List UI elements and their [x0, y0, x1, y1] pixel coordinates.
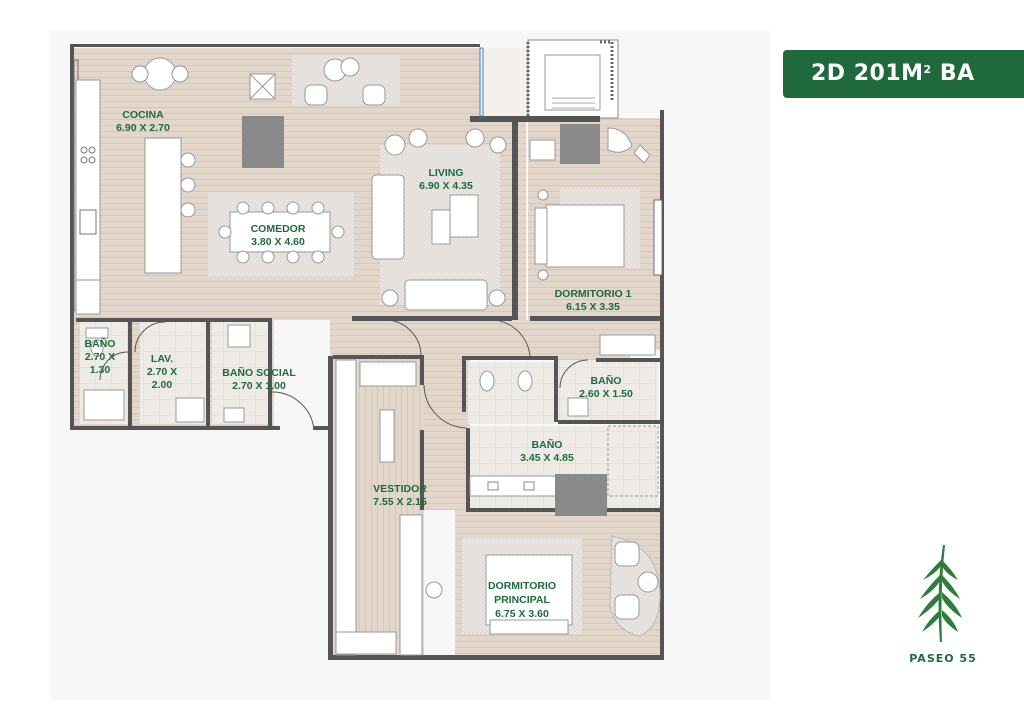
label-bano3-dims: 3.45 X 4.85 [520, 452, 574, 464]
label-principal-dims: 6.75 X 3.60 [495, 608, 549, 620]
kitchen [75, 57, 284, 315]
label-bano1-dims: 1.30 [90, 364, 111, 376]
label-living-dims: 6.90 X 4.35 [419, 180, 473, 192]
badge-main: 2D 201M [811, 61, 924, 86]
palm-logo-icon [918, 545, 962, 642]
label-principal-name2: PRINCIPAL [494, 594, 550, 606]
label-lav-dims: 2.00 [152, 379, 173, 391]
door-swings [99, 319, 589, 431]
badge-suffix: BA [931, 61, 975, 86]
label-banosocial-dims: 2.70 X 1.00 [232, 380, 286, 392]
room-labels: COCINA 6.90 X 2.70 LIVING 6.90 X 4.35 CO… [85, 109, 633, 620]
label-banosocial-name: BAÑO SOCIAL [222, 366, 296, 379]
label-dorm1-name: DORMITORIO 1 [555, 288, 632, 300]
brand-name: PASEO 55 [909, 652, 977, 665]
master-bedroom-furniture [425, 535, 661, 637]
label-bano1-name: BAÑO [85, 337, 116, 350]
lounge-area [292, 55, 400, 106]
bedroom1-furniture [529, 124, 651, 281]
label-lav-name: LAV. [151, 353, 173, 365]
label-vestidor-dims: 7.55 X 2.15 [373, 496, 427, 508]
badge-superscript: 2 [923, 63, 932, 76]
label-bano3-name: BAÑO [532, 438, 563, 451]
dining [208, 192, 354, 276]
label-lav-name2: 2.70 X [147, 366, 177, 378]
label-bano2-dims: 2.60 X 1.50 [579, 388, 633, 400]
label-bano2-name: BAÑO [591, 374, 622, 387]
closet [335, 359, 423, 656]
terrace [480, 39, 619, 119]
label-living-name: LIVING [428, 167, 463, 179]
label-comedor-dims: 3.80 X 4.60 [251, 236, 305, 248]
label-cocina-dims: 6.90 X 2.70 [116, 122, 170, 134]
label-bano1-name2: 2.70 X [85, 351, 115, 363]
label-dorm1-dims: 6.15 X 3.35 [566, 301, 620, 313]
label-cocina-name: COCINA [122, 109, 164, 121]
label-comedor-name: COMEDOR [251, 223, 306, 235]
label-vestidor-name: VESTIDOR [373, 483, 427, 495]
unit-type-badge: 2D 201M2 BA [783, 50, 1024, 98]
living-furniture [371, 128, 507, 311]
label-principal-name: DORMITORIO [488, 580, 556, 592]
master-bath [469, 425, 659, 516]
bath-fixtures [83, 324, 656, 423]
